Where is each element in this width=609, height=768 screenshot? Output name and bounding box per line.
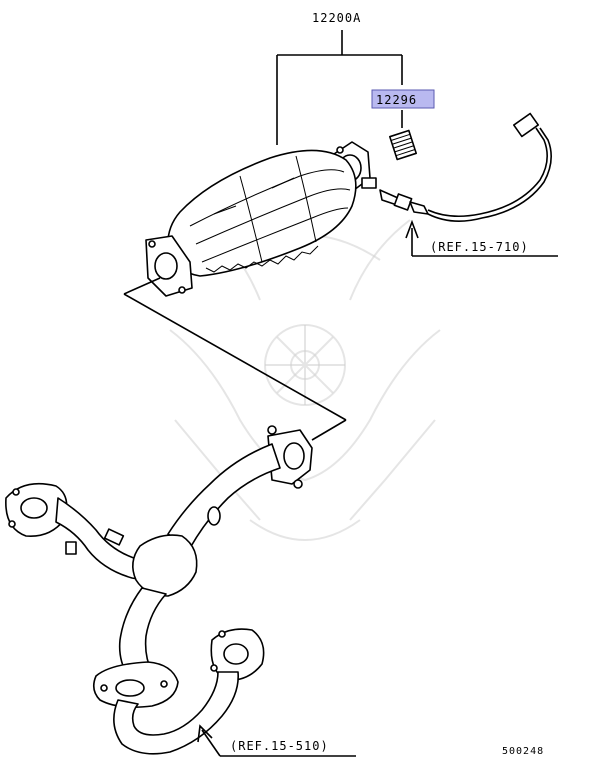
stud-bolt-icon[interactable] [388,129,418,161]
catalytic-converter-icon[interactable] [145,141,377,297]
part-label-12200A[interactable]: 12200A [312,11,361,25]
front-exhaust-pipe-icon[interactable] [5,425,313,755]
ref-front-pipe-leader [197,724,356,757]
ref-oxygen-sensor-label[interactable]: (REF.15-710) [430,240,529,254]
part-callout-12296[interactable]: 12296 [371,89,435,109]
stud-label[interactable]: 12296 [376,93,417,107]
ref-front-pipe-label[interactable]: (REF.15-510) [230,739,329,753]
ref-oxygen-sensor-callout[interactable]: (REF.15-710) [430,240,529,254]
ref-oxygen-sensor-leader [405,219,558,257]
oxygen-sensor-icon[interactable] [379,112,552,222]
callout-highlight [371,89,435,109]
assembly-label[interactable]: 12200A [312,11,361,25]
assembly-leader-bracket [276,30,403,145]
connection-leader [123,277,347,441]
figure-code: 500248 [502,746,544,757]
ref-front-pipe-callout[interactable]: (REF.15-510) [230,739,329,753]
